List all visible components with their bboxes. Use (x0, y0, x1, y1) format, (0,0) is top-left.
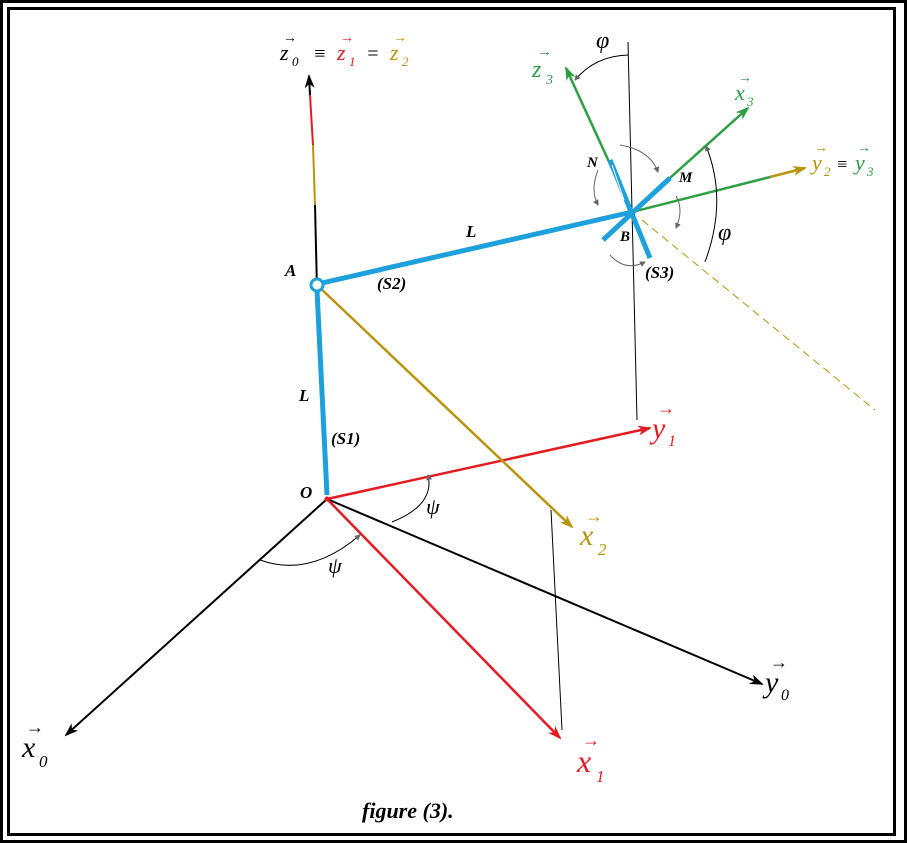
solid-s1 (314, 289, 330, 496)
label-psi-upper: ψ (426, 494, 440, 519)
inner-frame (7, 7, 896, 836)
label-s3: (S3) (645, 263, 674, 282)
point-a-marker (309, 277, 325, 293)
label-y0: y (762, 666, 779, 699)
arrow-z1: → (340, 31, 354, 46)
arrow-z2: → (393, 31, 407, 46)
label-y3-sub: 3 (866, 164, 874, 179)
label-y0-sub: 0 (781, 687, 789, 704)
label-z0-z1-z2: z 0 → ≡ z 1 → = z 2 → (279, 31, 409, 69)
label-z1: z (336, 40, 346, 65)
label-x2: x (579, 519, 594, 552)
arrow-x1: → (582, 730, 600, 750)
label-point-b: B (619, 229, 630, 245)
arrow-y2: → (814, 141, 828, 156)
label-s1: (S1) (331, 429, 360, 448)
label-point-m: M (678, 170, 693, 186)
arrow-z3: → (537, 44, 552, 60)
label-z3: z (531, 57, 542, 83)
label-phi-right: φ (718, 220, 731, 246)
label-x1: x (576, 743, 591, 779)
arrow-y1: → (657, 398, 675, 418)
label-point-n: N (586, 155, 599, 171)
label-y1-sub: 1 (668, 433, 676, 450)
label-y1-group: y 1 → (649, 398, 676, 450)
label-y1: y (649, 412, 666, 445)
label-z0: z (279, 40, 289, 65)
figure-caption: figure (3). (362, 798, 454, 823)
label-z2: z (389, 40, 399, 65)
label-y0-group: y 0 → (762, 652, 789, 704)
label-x3-group: x 3 → (734, 71, 754, 109)
y2-y3-axis (631, 166, 807, 214)
label-z3-sub: 3 (545, 73, 553, 88)
label-x1-sub: 1 (596, 767, 605, 786)
label-z1-sub: 1 (349, 54, 356, 69)
label-x0-group: x 0 → (21, 717, 48, 771)
arrow-x3: → (738, 71, 752, 86)
arrow-y3: → (857, 141, 871, 156)
x2-axis (316, 284, 574, 529)
angle-arcs (259, 54, 718, 566)
y0-axis (326, 498, 764, 685)
label-x0-sub: 0 (39, 752, 48, 771)
label-x2-sub: 2 (598, 540, 607, 559)
label-x3: x (734, 80, 745, 105)
label-x1-group: x 1 → (576, 730, 605, 786)
label-equiv1: ≡ (313, 43, 327, 65)
solid-s2 (321, 209, 633, 286)
label-z0-sub: 0 (292, 54, 299, 69)
point-o-marker (324, 496, 330, 502)
label-eq1: = (366, 43, 380, 65)
label-x2-group: x 2 → (579, 506, 607, 559)
arrow-z0: → (283, 31, 297, 46)
label-point-a: A (284, 261, 296, 280)
label-equiv2: ≡ (836, 154, 848, 174)
label-z2-sub: 2 (402, 54, 409, 69)
label-y2-y3-group: y 2 → ≡ y 3 → (810, 141, 874, 179)
label-x3-sub: 3 (746, 94, 754, 109)
x0-axis (64, 498, 328, 737)
projection-lines (550, 41, 876, 731)
arrow-x0: → (26, 717, 44, 737)
x1-axis (326, 498, 562, 740)
label-s2: (S2) (377, 274, 406, 293)
label-z3-group: z 3 → (531, 44, 553, 88)
label-x0: x (21, 731, 36, 764)
solid-s3 (601, 159, 672, 259)
y1-axis (326, 425, 652, 501)
label-length-top: L (465, 222, 476, 241)
arrow-y0: → (770, 652, 788, 672)
label-y2: y (810, 150, 822, 175)
label-phi-top: φ (596, 28, 609, 54)
label-y2-sub: 2 (824, 164, 831, 179)
label-psi-lower: ψ (328, 553, 342, 578)
label-point-o: O (300, 483, 312, 502)
label-length-left: L (298, 386, 309, 405)
arrow-x2: → (585, 506, 603, 526)
z-axis-vertical (304, 74, 318, 291)
label-y3: y (853, 150, 865, 175)
